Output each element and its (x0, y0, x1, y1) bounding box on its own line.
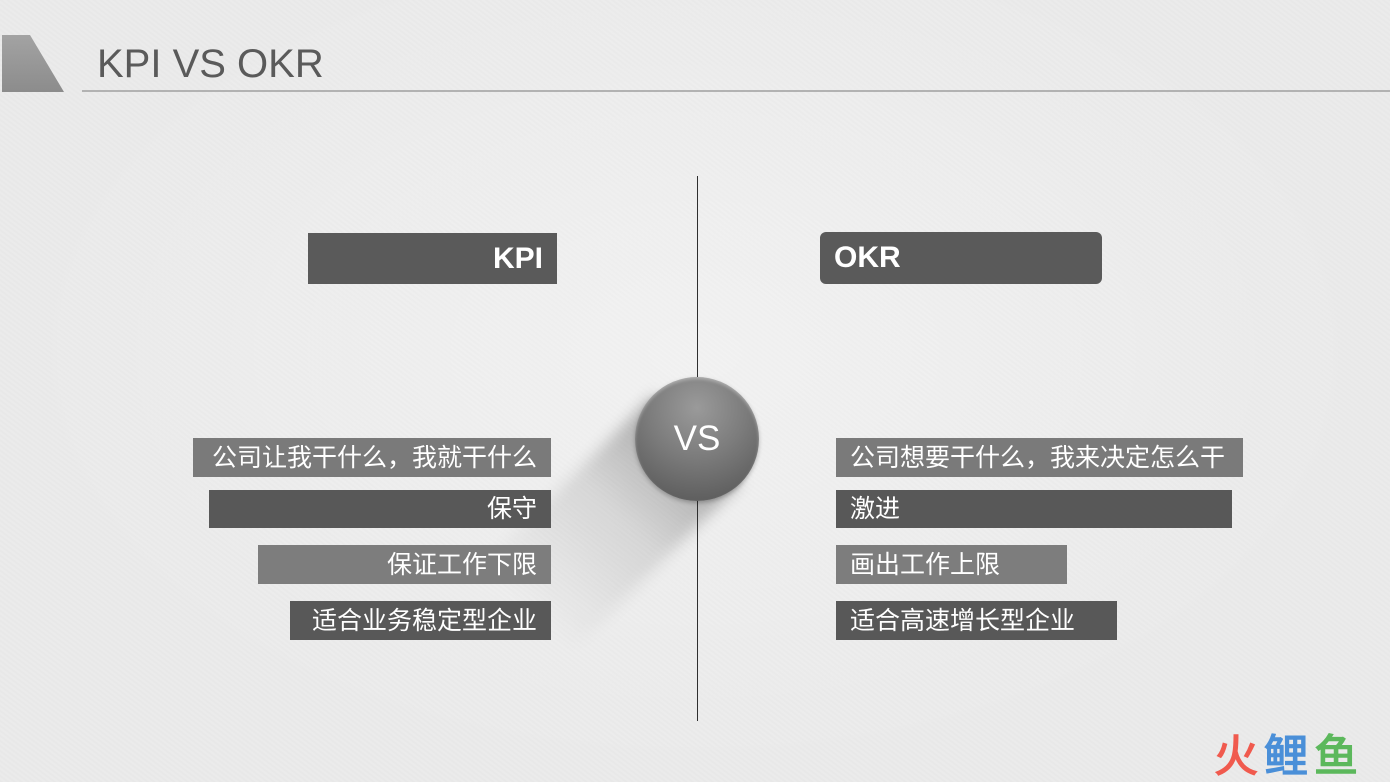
okr-point-2: 激进 (836, 490, 1232, 528)
okr-point-1: 公司想要干什么，我来决定怎么干 (836, 438, 1243, 477)
watermark-char: 火 (1214, 731, 1264, 782)
kpi-point-2: 保守 (209, 490, 551, 528)
kpi-point-3: 保证工作下限 (258, 545, 551, 584)
kpi-header: KPI (308, 233, 557, 284)
slide-title: KPI VS OKR (97, 42, 324, 86)
title-corner-tab (2, 35, 64, 92)
kpi-point-1: 公司让我干什么，我就干什么 (193, 438, 551, 477)
okr-point-3: 画出工作上限 (836, 545, 1067, 584)
title-underline (82, 90, 1390, 92)
okr-point-4: 适合高速增长型企业 (836, 601, 1117, 640)
kpi-point-4: 适合业务稳定型企业 (290, 601, 551, 640)
watermark-char: 鱼 (1314, 731, 1364, 782)
vs-badge: VS (635, 377, 759, 501)
watermark-char: 鲤 (1264, 731, 1314, 782)
brand-watermark-logo: 火鲤鱼 (1214, 734, 1364, 780)
okr-header: OKR (820, 232, 1102, 284)
